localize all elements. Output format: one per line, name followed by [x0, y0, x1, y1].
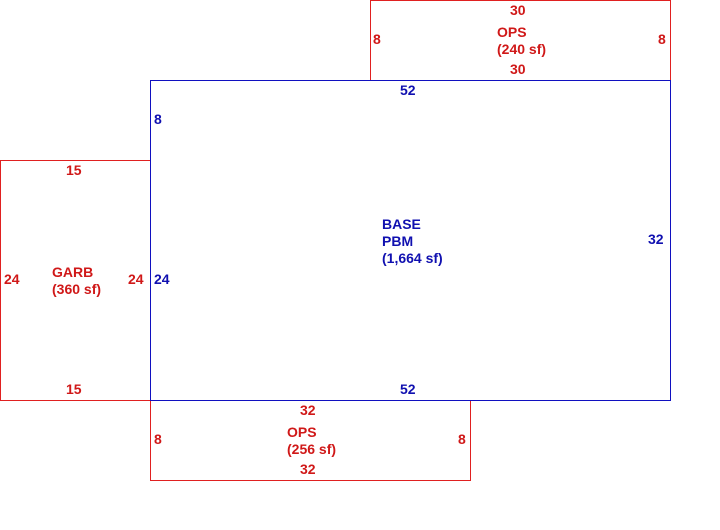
ops-top-area: (240 sf) — [497, 41, 547, 57]
ops-bottom-dim-bottom: 32 — [300, 461, 316, 477]
ops-top-dim-left: 8 — [373, 31, 381, 47]
garb-dim-left: 24 — [4, 271, 20, 287]
ops-bottom-dim-right: 8 — [458, 431, 466, 447]
ops-top-name: OPS — [497, 24, 527, 40]
ops-top-dim-top: 30 — [510, 2, 526, 18]
base-label: BASE PBM (1,664 sf) — [382, 216, 443, 267]
base-dim-left-upper: 8 — [154, 111, 162, 127]
base-area: (1,664 sf) — [382, 250, 443, 266]
garb-dim-bottom: 15 — [66, 381, 82, 397]
base-code: PBM — [382, 233, 414, 249]
ops-bottom-name: OPS — [287, 424, 317, 440]
garb-dim-top: 15 — [66, 162, 82, 178]
ops-bottom-area: (256 sf) — [287, 441, 337, 457]
ops-top-label: OPS (240 sf) — [497, 24, 546, 58]
ops-bottom-dim-top: 32 — [300, 402, 316, 418]
base-dim-bottom: 52 — [400, 381, 416, 397]
ops-top-dim-bottom: 30 — [510, 61, 526, 77]
base-name: BASE — [382, 216, 421, 232]
ops-bottom-label: OPS (256 sf) — [287, 424, 336, 458]
garb-area: (360 sf) — [52, 281, 102, 297]
base-dim-top: 52 — [400, 82, 416, 98]
garb-name: GARB — [52, 264, 94, 280]
base-dim-left-lower: 24 — [154, 271, 170, 287]
garb-label: GARB (360 sf) — [52, 264, 101, 298]
garb-dim-right: 24 — [128, 271, 144, 287]
ops-top-dim-right: 8 — [658, 31, 666, 47]
ops-bottom-dim-left: 8 — [154, 431, 162, 447]
base-dim-right: 32 — [648, 231, 664, 247]
base-outline — [150, 80, 671, 401]
